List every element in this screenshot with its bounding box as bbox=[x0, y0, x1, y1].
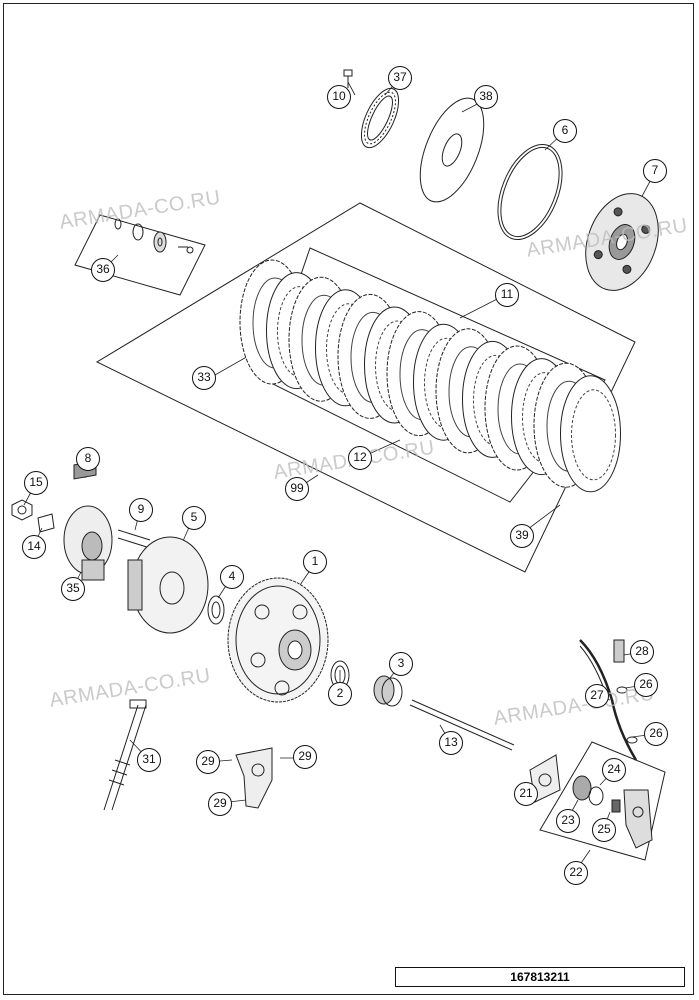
callout-29: 29 bbox=[196, 750, 220, 774]
callout-11: 11 bbox=[495, 283, 519, 307]
small-parts-kit-outline bbox=[74, 214, 206, 296]
callout-8: 8 bbox=[76, 447, 100, 471]
callout-99: 99 bbox=[285, 477, 309, 501]
outer-hub-5-drawing bbox=[127, 536, 209, 634]
callout-12: 12 bbox=[348, 446, 372, 470]
callout-31: 31 bbox=[137, 748, 161, 772]
pin-9-drawing bbox=[117, 529, 151, 549]
pushrod-13-drawing bbox=[409, 699, 515, 751]
callout-24: 24 bbox=[602, 758, 626, 782]
o-ring-6-drawing bbox=[497, 143, 563, 241]
clutch-disc-group-outline bbox=[95, 202, 636, 573]
callout-29: 29 bbox=[208, 792, 232, 816]
clutch-disc-inner-edge bbox=[571, 389, 616, 481]
callout-15: 15 bbox=[24, 471, 48, 495]
callout-28: 28 bbox=[630, 640, 654, 664]
document-number: 167813211 bbox=[395, 967, 685, 987]
washer-37-drawing bbox=[419, 97, 485, 203]
callout-36: 37 bbox=[388, 66, 412, 90]
callout-5: 5 bbox=[182, 506, 206, 530]
callout-9: 9 bbox=[129, 498, 153, 522]
inner-clutch-disc bbox=[560, 375, 621, 493]
callout-7: 7 bbox=[643, 159, 667, 183]
small-parts-35-drawing bbox=[114, 218, 194, 254]
callout-26: 26 bbox=[644, 722, 668, 746]
slave-cylinder-kit-outline bbox=[539, 741, 666, 861]
callout-23: 23 bbox=[556, 809, 580, 833]
callout-35: 36 bbox=[91, 258, 115, 282]
bearing-36-drawing bbox=[360, 87, 400, 149]
slave-cylinder-24-drawing bbox=[623, 789, 653, 849]
fitting-28-drawing bbox=[613, 639, 625, 663]
callout-27: 27 bbox=[585, 684, 609, 708]
inner-hub-38-drawing bbox=[63, 505, 113, 581]
callout-38: 35 bbox=[61, 577, 85, 601]
callout-1: 1 bbox=[303, 550, 327, 574]
callout-4: 4 bbox=[220, 565, 244, 589]
callout-6: 6 bbox=[553, 119, 577, 143]
spring-25-drawing bbox=[611, 799, 621, 813]
callout-39: 39 bbox=[510, 524, 534, 548]
clutch-disc-stack bbox=[239, 259, 621, 493]
callout-29: 29 bbox=[293, 745, 317, 769]
callout-3: 3 bbox=[389, 652, 413, 676]
callout-37: 38 bbox=[474, 85, 498, 109]
callout-21: 21 bbox=[514, 782, 538, 806]
callout-2: 2 bbox=[328, 682, 352, 706]
lever-29-drawing bbox=[235, 747, 273, 809]
callout-26: 26 bbox=[634, 673, 658, 697]
grease-gun-31-drawing bbox=[103, 699, 147, 811]
pressure-plate-7-drawing bbox=[585, 193, 659, 291]
bolt-10-drawing bbox=[343, 69, 353, 88]
washer-4-drawing bbox=[207, 595, 225, 625]
nut-15-drawing bbox=[11, 499, 33, 521]
primary-gear-1-drawing bbox=[227, 577, 329, 703]
callout-33: 33 bbox=[192, 366, 216, 390]
callout-25: 25 bbox=[592, 818, 616, 842]
callout-22: 22 bbox=[564, 861, 588, 885]
washer-14-drawing bbox=[37, 513, 55, 533]
page-frame bbox=[3, 3, 694, 995]
piston-23-drawing bbox=[572, 775, 604, 806]
bearing-3-drawing bbox=[373, 675, 403, 707]
callout-14: 14 bbox=[22, 535, 46, 559]
callout-10: 10 bbox=[327, 85, 351, 109]
washer-26-drawing bbox=[616, 686, 638, 744]
callout-13: 13 bbox=[439, 731, 463, 755]
